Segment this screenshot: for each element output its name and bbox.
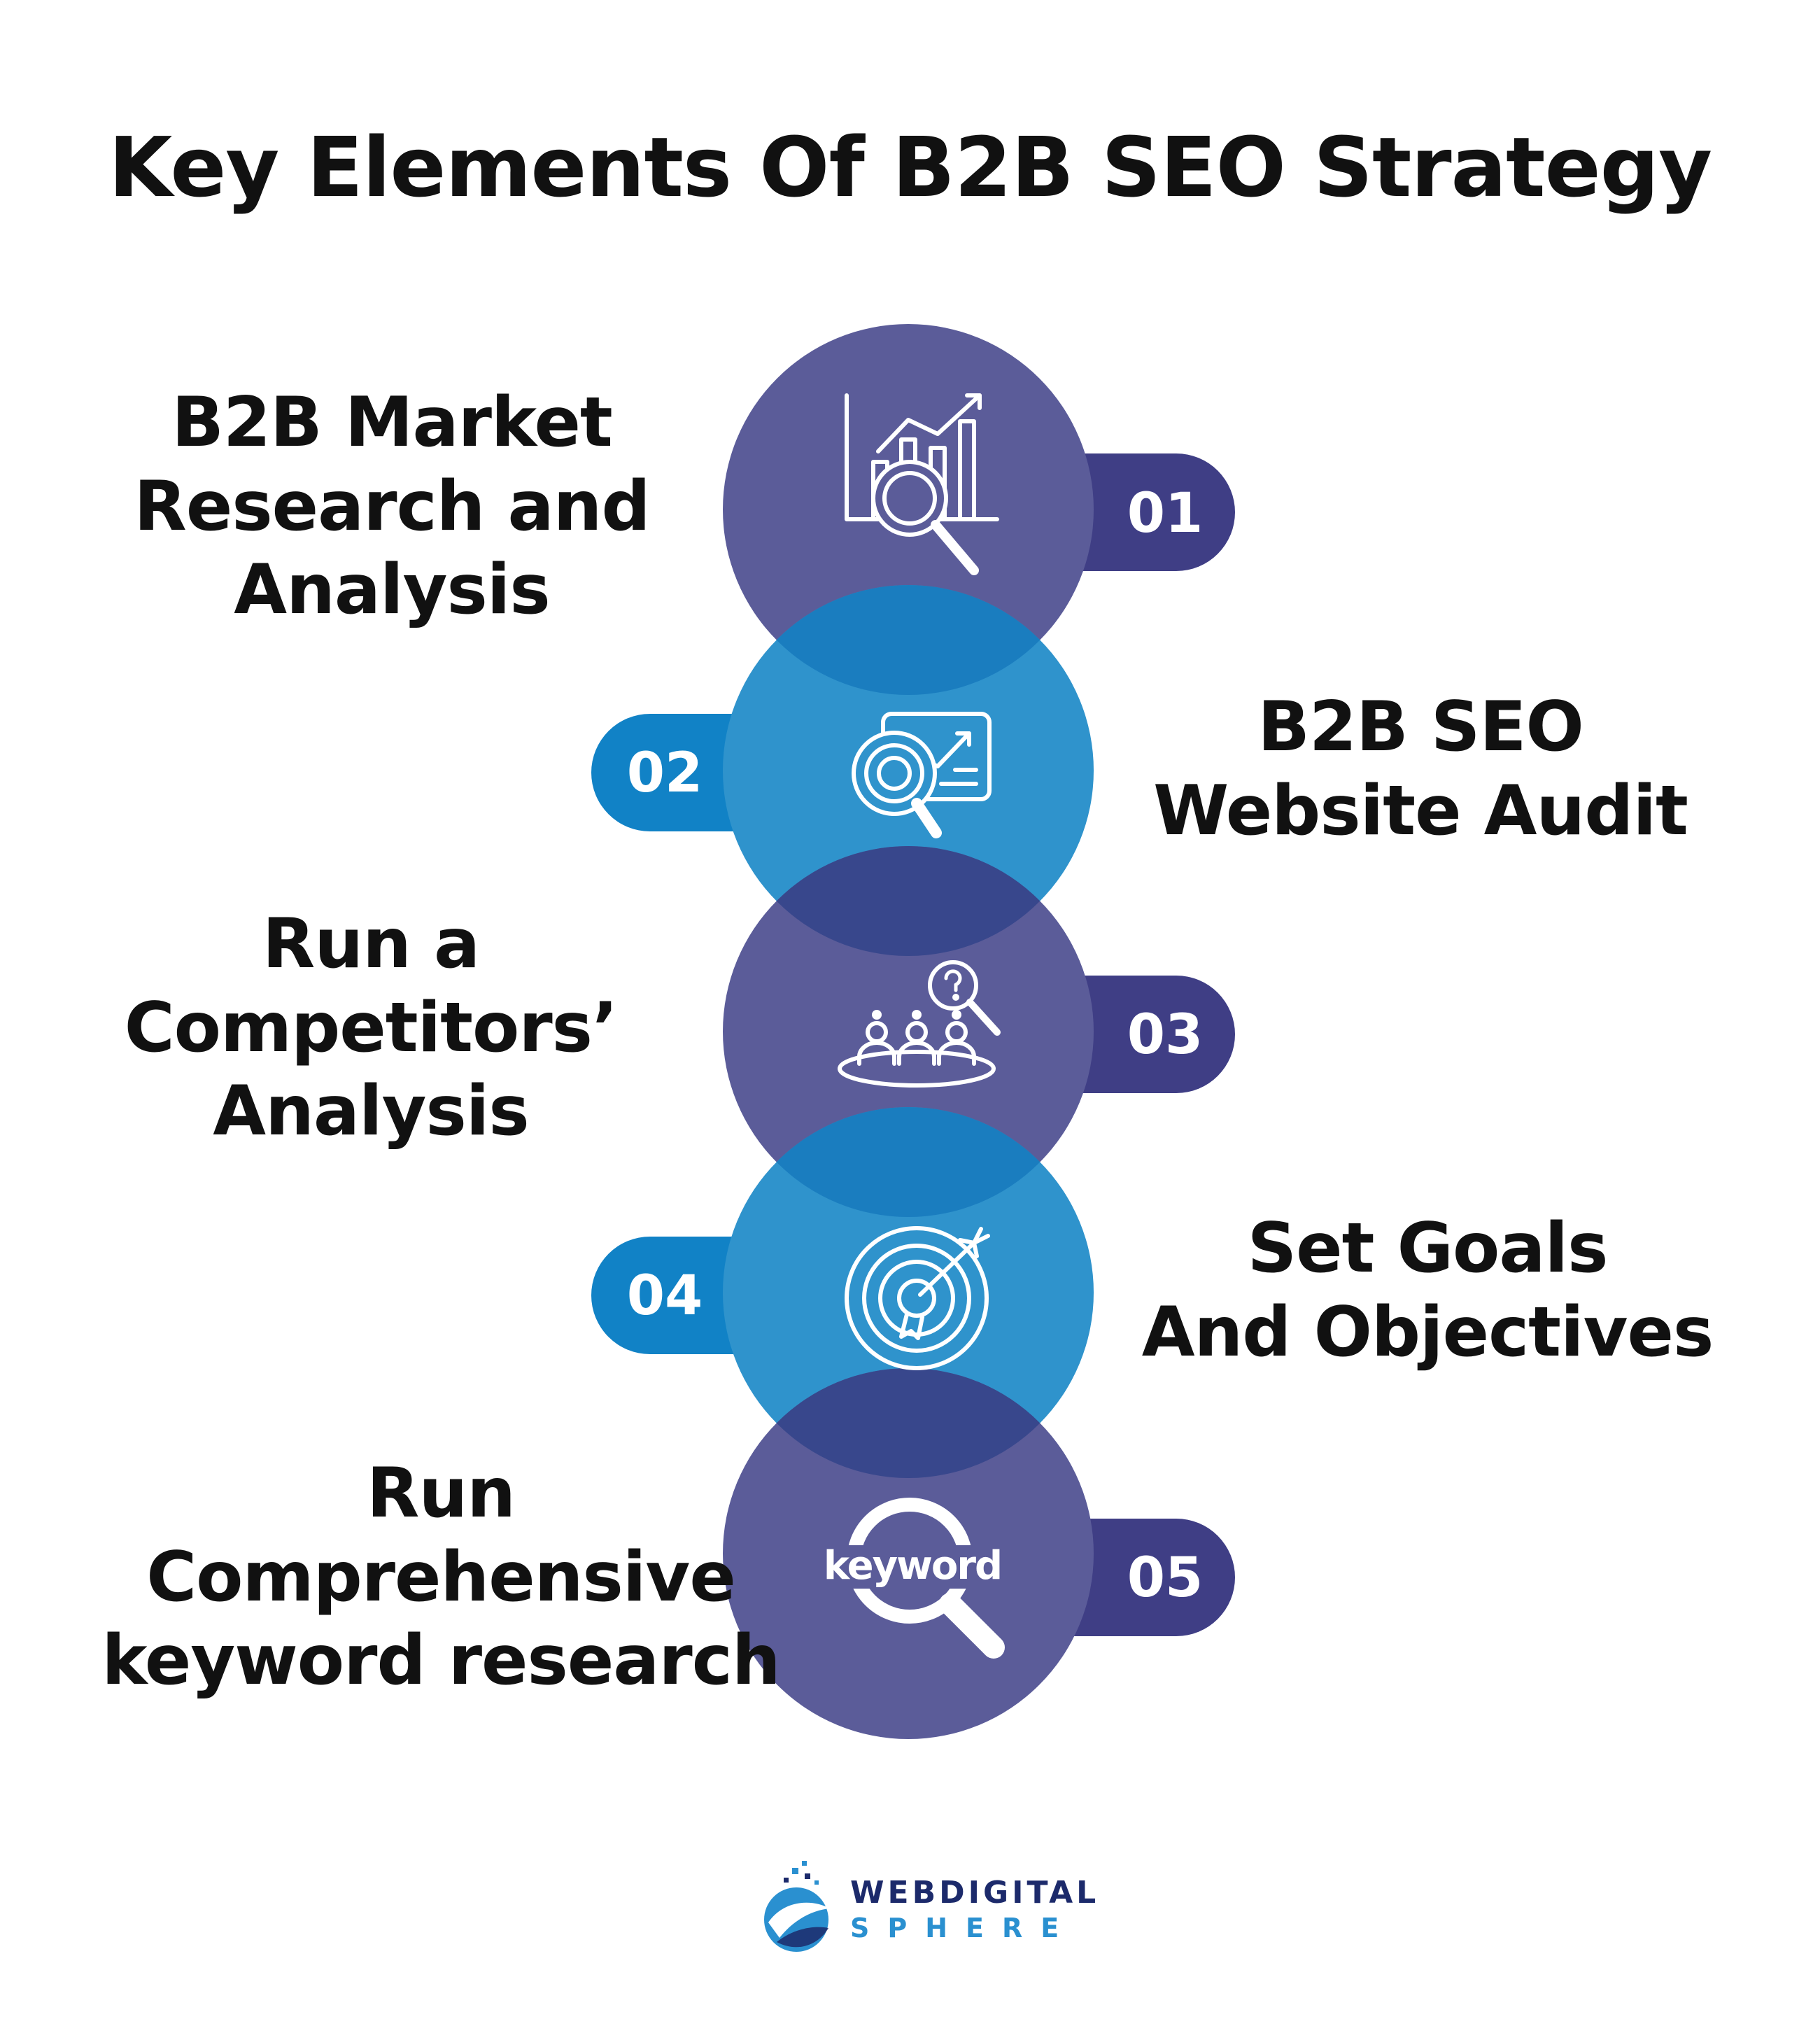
step-05-line-2: Comprehensive [146,1537,736,1617]
step-circle-04 [723,1107,1094,1478]
step-01-line-3: Analysis [234,550,550,631]
step-label-02: B2B SEO Website Audit [1106,686,1735,853]
step-label-01: B2B Market Research and Analysis [77,381,707,633]
step-04-line-1: Set Goals [1247,1209,1609,1288]
step-05-line-3: keyword research [101,1621,780,1701]
step-03-line-2: Competitors’ [124,987,618,1068]
page-title: Key Elements Of B2B SEO Strategy [108,119,1712,216]
keyword-icon-text: keyword [824,1543,1001,1589]
step-03-line-3: Analysis [213,1071,529,1152]
step-label-04: Set Goals And Objectives [1113,1207,1742,1374]
badge-number-01: 01 [1127,482,1204,545]
step-03-line-1: Run a [262,904,480,984]
badge-number-03: 03 [1127,1004,1204,1067]
step-05-line-1: Run [367,1454,516,1533]
logo-line-1: WEBDIGITAL [850,1875,1100,1911]
step-02-line-2: Website Audit [1153,771,1688,851]
logo-line-2: SPHERE [850,1913,1078,1943]
keyword-search-icon: keyword [824,1498,1005,1659]
target-arrow-icon [845,1226,990,1370]
brand-logo: WEBDIGITAL SPHERE [756,1858,1096,1963]
step-label-05: Run Comprehensive keyword research [91,1452,791,1703]
website-audit-icon [852,712,992,838]
badge-number-04: 04 [627,1265,703,1328]
step-02-line-1: B2B SEO [1257,687,1584,767]
chart-magnifier-icon [845,393,999,575]
step-01-line-1: B2B Market [171,383,613,463]
step-label-03: Run a Competitors’ Analysis [56,903,686,1154]
competitor-research-icon [838,960,1001,1088]
badge-number-05: 05 [1127,1547,1204,1610]
step-04-line-2: And Objectives [1141,1292,1714,1372]
sphere-logo-icon [764,1861,830,1952]
step-01-line-2: Research and [134,466,650,547]
badge-number-02: 02 [627,742,703,805]
